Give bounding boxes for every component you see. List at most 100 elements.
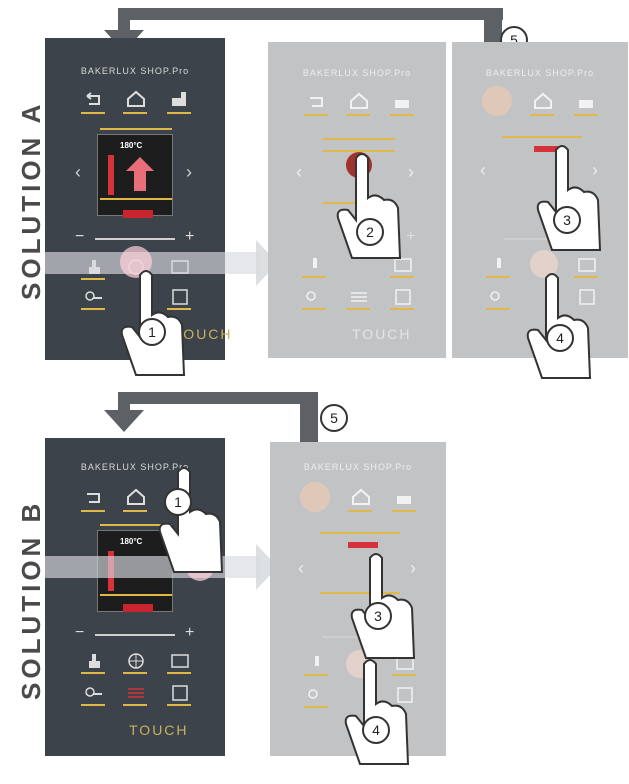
- underline: [390, 114, 414, 116]
- slider[interactable]: [95, 634, 175, 636]
- minus-icon[interactable]: −: [75, 228, 84, 246]
- timer-bar: [123, 604, 153, 612]
- temp-readout: 180°C: [120, 537, 142, 546]
- plus-icon[interactable]: +: [185, 624, 194, 642]
- brand-label: BAKERLUX SHOP.Pro: [268, 68, 446, 78]
- underline: [530, 114, 554, 116]
- back-icon[interactable]: [83, 488, 105, 506]
- back-glow: [482, 86, 512, 116]
- heat-gauge: [108, 155, 114, 195]
- underline: [81, 308, 105, 310]
- touch-label: TOUCH: [352, 326, 412, 342]
- hand-pointer-icon[interactable]: [488, 256, 510, 274]
- up-arrow-icon: [126, 157, 154, 191]
- underline: [323, 138, 395, 140]
- key-icon[interactable]: [83, 684, 105, 702]
- key-icon[interactable]: [304, 288, 326, 306]
- key-icon[interactable]: [306, 686, 328, 704]
- underline: [81, 112, 105, 114]
- underline: [502, 136, 582, 138]
- brand-label: BAKERLUX SHOP.Pro: [270, 462, 446, 472]
- brand-label: BAKERLUX SHOP.Pro: [452, 68, 628, 78]
- underline: [486, 276, 510, 278]
- step-1-b: 1: [164, 488, 192, 516]
- key-icon[interactable]: [83, 288, 105, 306]
- underline: [100, 198, 172, 200]
- key-icon[interactable]: [488, 288, 510, 306]
- hand-pointer-icon[interactable]: [304, 256, 326, 274]
- underline: [302, 308, 326, 310]
- next-icon[interactable]: ›: [408, 162, 414, 183]
- step-3-b: 3: [364, 602, 392, 630]
- underline: [346, 114, 370, 116]
- clean-icon[interactable]: [394, 488, 416, 506]
- underline: [81, 704, 105, 706]
- step-4-a: 4: [546, 324, 574, 352]
- home-icon[interactable]: [532, 92, 554, 110]
- home-icon[interactable]: [125, 90, 147, 108]
- step-1-a: 1: [138, 318, 166, 346]
- clean-icon[interactable]: [392, 92, 414, 110]
- book-icon[interactable]: [169, 652, 191, 670]
- underline: [390, 308, 414, 310]
- minus-icon[interactable]: −: [75, 624, 84, 642]
- return-arrow-bar-a: [118, 8, 503, 20]
- solution-b-label: SOLUTION B: [16, 500, 47, 700]
- slider[interactable]: [95, 238, 175, 240]
- plus-icon[interactable]: +: [185, 228, 194, 246]
- underline: [81, 278, 105, 280]
- hand-pointer-icon[interactable]: [83, 652, 105, 670]
- hand-icon: [328, 148, 408, 278]
- step-4-b: 4: [362, 716, 390, 744]
- back-icon[interactable]: [306, 92, 328, 110]
- underline: [123, 704, 147, 706]
- underline: [123, 510, 147, 512]
- underline: [486, 308, 510, 310]
- temp-readout: 180°C: [120, 141, 142, 150]
- step-3-a: 3: [553, 206, 581, 234]
- underline: [167, 704, 191, 706]
- underline: [167, 672, 191, 674]
- timer-bar: [123, 210, 153, 218]
- prev-icon[interactable]: ‹: [75, 162, 81, 183]
- underline: [167, 112, 191, 114]
- clean-icon[interactable]: [169, 90, 191, 108]
- brand-label: BAKERLUX SHOP.Pro: [45, 66, 225, 76]
- solution-a-label: SOLUTION A: [16, 101, 47, 300]
- underline: [574, 114, 598, 116]
- hand-icon: [150, 462, 230, 592]
- back-glow: [300, 482, 330, 512]
- hand-pointer-icon[interactable]: [306, 654, 328, 672]
- clean-icon[interactable]: [576, 92, 598, 110]
- list-icon[interactable]: [125, 684, 147, 702]
- touch-label: TOUCH: [129, 722, 189, 738]
- underline: [302, 276, 326, 278]
- prev-icon[interactable]: ‹: [296, 162, 302, 183]
- prev-icon[interactable]: ‹: [298, 558, 304, 579]
- underline: [100, 594, 172, 596]
- home-icon[interactable]: [350, 488, 372, 506]
- underline: [346, 308, 370, 310]
- underline: [392, 510, 416, 512]
- underline: [304, 706, 328, 708]
- underline: [100, 128, 172, 130]
- step-5-b: 5: [320, 404, 348, 432]
- underline: [81, 672, 105, 674]
- underline: [304, 674, 328, 676]
- underline: [123, 112, 147, 114]
- globe-icon[interactable]: [125, 652, 147, 670]
- program-screen: 180°C: [97, 134, 173, 216]
- next-icon[interactable]: ›: [186, 162, 192, 183]
- save-icon[interactable]: [169, 684, 191, 702]
- underline: [304, 114, 328, 116]
- prev-icon[interactable]: ‹: [480, 160, 486, 181]
- save-icon[interactable]: [392, 288, 414, 306]
- back-icon[interactable]: [83, 90, 105, 108]
- home-icon[interactable]: [348, 92, 370, 110]
- return-arrow-bar-b: [118, 392, 318, 404]
- underline: [320, 532, 400, 534]
- list-icon[interactable]: [348, 288, 370, 306]
- home-icon[interactable]: [125, 488, 147, 506]
- underline: [81, 510, 105, 512]
- step-2-a: 2: [356, 218, 384, 246]
